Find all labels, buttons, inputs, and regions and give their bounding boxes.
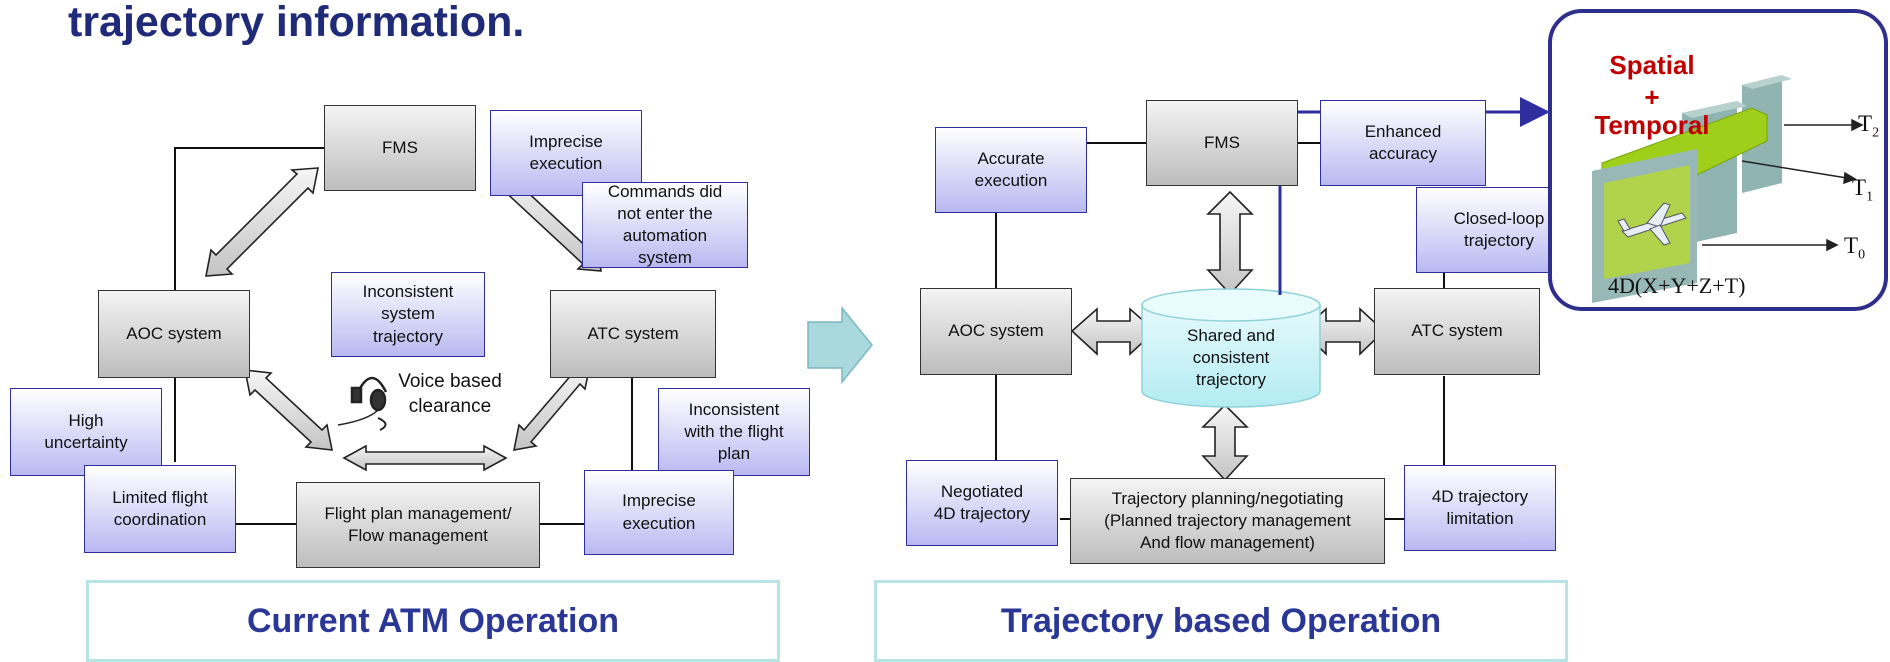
enhanced-accuracy-label: Enhanced accuracy [1364,121,1442,163]
arrow-shared-planning [1201,403,1249,482]
right-atc-box: ATC system [1374,288,1540,375]
headset-icon [337,376,388,431]
shared-trajectory-label: Shared and consistent trajectory [1187,326,1275,390]
arrow-fms-shared [1206,190,1254,296]
enhanced-accuracy-box: Enhanced accuracy [1320,100,1486,186]
page-title: trajectory information. [68,0,525,46]
right-caption-label: Trajectory based Operation [1000,601,1442,640]
negotiated-label: Negotiated 4D trajectory [933,481,1031,523]
t0-label: T0 [1844,233,1866,263]
left-flight-plan-label: Flight plan management/ Flow management [324,503,512,545]
left-atc-label: ATC system [587,323,679,343]
left-fms-label: FMS [382,137,418,157]
right-fms-box: FMS [1146,100,1298,186]
high-uncertainty-box: High uncertainty [10,388,162,476]
planning-box: Trajectory planning/negotiating (Planned… [1070,478,1385,564]
limited-flight-box: Limited flight coordination [84,465,236,553]
closed-loop-label: Closed-loop trajectory [1453,208,1545,250]
left-aoc-box: AOC system [98,290,250,378]
imprecise-execution-bottom-box: Imprecise execution [584,470,734,555]
left-atc-box: ATC system [550,290,716,378]
inconsistent-flight-plan-box: Inconsistent with the flight plan [658,388,810,476]
planning-label: Trajectory planning/negotiating (Planned… [1104,488,1351,553]
commands-box: Commands did not enter the automation sy… [582,182,748,268]
imprecise-execution-top-box: Imprecise execution [490,110,642,196]
right-aoc-label: AOC system [948,321,1044,341]
temporal-label: Temporal [1594,110,1710,140]
t2-label: T2 [1858,111,1880,141]
accurate-execution-label: Accurate execution [974,148,1048,190]
commands-label: Commands did not enter the automation sy… [607,181,723,268]
left-flight-plan-box: Flight plan management/ Flow management [296,482,540,568]
inconsistent-system-box: Inconsistent system trajectory [331,272,485,357]
formula-label: 4D(X+Y+Z+T) [1608,273,1746,298]
negotiated-box: Negotiated 4D trajectory [906,460,1058,546]
limited-flight-label: Limited flight coordination [112,487,208,529]
left-fms-box: FMS [324,105,476,191]
right-aoc-box: AOC system [920,288,1072,375]
imprecise-execution-top-label: Imprecise execution [529,131,603,173]
arrow-horizontal-left [342,444,508,472]
imprecise-execution-bottom-label: Imprecise execution [622,491,696,533]
limitation-box: 4D trajectory limitation [1404,465,1556,551]
right-fms-label: FMS [1204,132,1240,152]
spatial-label: Spatial [1609,50,1695,80]
accurate-execution-box: Accurate execution [935,127,1087,213]
right-connectors [995,142,1445,520]
inconsistent-flight-plan-label: Inconsistent with the flight plan [684,399,784,464]
airplane-icon [1617,202,1687,246]
inset-4d-panel: Spatial + Temporal T2 T1 T0 4D(X+Y+Z+T) [1548,9,1888,311]
voice-clearance-label: Voice based clearance [398,371,502,417]
right-caption: Trajectory based Operation [874,580,1568,662]
arrow-aoc-voice [244,369,333,451]
inconsistent-system-label: Inconsistent system trajectory [362,282,454,346]
left-caption-label: Current ATM Operation [246,601,620,640]
left-connectors [174,147,633,525]
right-atc-label: ATC system [1411,321,1503,341]
shared-trajectory-cylinder [1141,288,1321,408]
inset-illustration [1592,75,1864,303]
left-caption: Current ATM Operation [86,580,780,662]
t1-label: T1 [1852,175,1874,205]
limitation-label: 4D trajectory limitation [1431,486,1529,528]
high-uncertainty-label: High uncertainty [44,410,128,452]
transition-arrow [807,305,873,385]
arrow-fms-aoc [205,167,319,277]
plus-label: + [1644,82,1660,112]
left-aoc-label: AOC system [126,323,222,343]
